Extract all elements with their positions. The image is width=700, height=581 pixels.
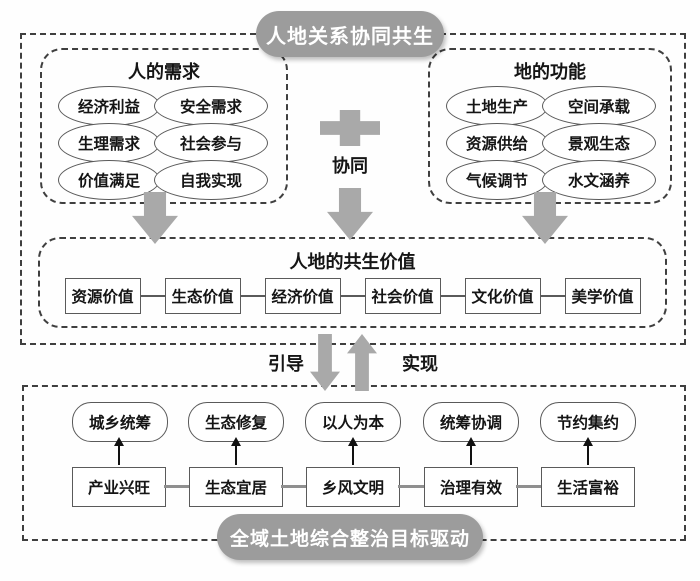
human-need-ellipse: 生理需求: [58, 123, 160, 163]
human-needs-title: 人的需求: [128, 62, 200, 83]
connector-line: [140, 295, 165, 297]
bottom-outer-dashed-box: 城乡统筹 生态修复 以人为本 统筹协调 节约集约 产业兴旺 生态宜居 乡风文明 …: [22, 385, 686, 541]
principle-capsule: 以人为本: [305, 402, 401, 442]
goal-node: 产业兴旺: [72, 467, 166, 507]
land-function-ellipse: 景观生态: [542, 123, 656, 163]
up-arrow-icon: [348, 437, 358, 465]
up-arrow-icon: [231, 437, 241, 465]
goal-node: 生态宜居: [189, 467, 283, 507]
shared-values-title: 人地的共生价值: [289, 252, 416, 273]
connector-line: [540, 295, 565, 297]
goal-node: 治理有效: [424, 467, 518, 507]
land-function-ellipse: 气候调节: [446, 160, 548, 200]
goal-node: 乡风文明: [306, 467, 400, 507]
guide-label: 引导: [268, 354, 304, 375]
value-node: 经济价值: [264, 278, 341, 314]
synergy-label: 协同: [332, 156, 368, 177]
land-function-ellipse: 空间承载: [542, 86, 656, 126]
land-function-ellipse: 水文涵养: [542, 160, 656, 200]
connector-line: [340, 295, 365, 297]
connector-line: [398, 485, 424, 488]
connector-line: [164, 485, 189, 488]
principle-capsule: 节约集约: [540, 402, 636, 442]
up-arrow-icon: [114, 437, 124, 465]
human-need-ellipse: 价值满足: [58, 160, 160, 200]
land-function-ellipse: 资源供给: [446, 123, 548, 163]
top-title-pill: 人地关系协同共生: [256, 11, 444, 57]
connector-line: [281, 485, 306, 488]
shared-values-box: 人地的共生价值 资源价值 生态价值 经济价值 社会价值 文化价值 美学价值: [38, 237, 667, 328]
human-need-ellipse: 社会参与: [154, 123, 268, 163]
value-node: 社会价值: [364, 278, 441, 314]
principle-capsule: 城乡统筹: [72, 402, 168, 442]
goal-node: 生活富裕: [541, 467, 635, 507]
principle-capsule: 生态修复: [188, 402, 284, 442]
human-needs-box: 人的需求 经济利益 安全需求 生理需求 社会参与 价值满足 自我实现: [40, 48, 288, 204]
shared-values-row: 资源价值 生态价值 经济价值 社会价值 文化价值 美学价值: [40, 278, 665, 314]
realize-label: 实现: [402, 354, 438, 375]
connector-line: [440, 295, 465, 297]
human-need-ellipse: 经济利益: [58, 86, 160, 126]
human-need-ellipse: 安全需求: [154, 86, 268, 126]
up-arrow-icon: [583, 437, 593, 465]
human-need-ellipse: 自我实现: [154, 160, 268, 200]
value-node: 美学价值: [564, 278, 641, 314]
value-node: 生态价值: [164, 278, 241, 314]
connector-line: [240, 295, 265, 297]
land-functions-box: 地的功能 土地生产 空间承载 资源供给 景观生态 气候调节 水文涵养: [428, 48, 672, 204]
bottom-title-pill: 全域土地综合整治目标驱动: [217, 514, 483, 560]
up-arrow-icon: [466, 437, 476, 465]
land-function-ellipse: 土地生产: [446, 86, 548, 126]
connector-line: [516, 485, 541, 488]
value-node: 资源价值: [64, 278, 141, 314]
value-node: 文化价值: [464, 278, 541, 314]
land-functions-title: 地的功能: [514, 62, 586, 83]
principle-capsule: 统筹协调: [423, 402, 519, 442]
